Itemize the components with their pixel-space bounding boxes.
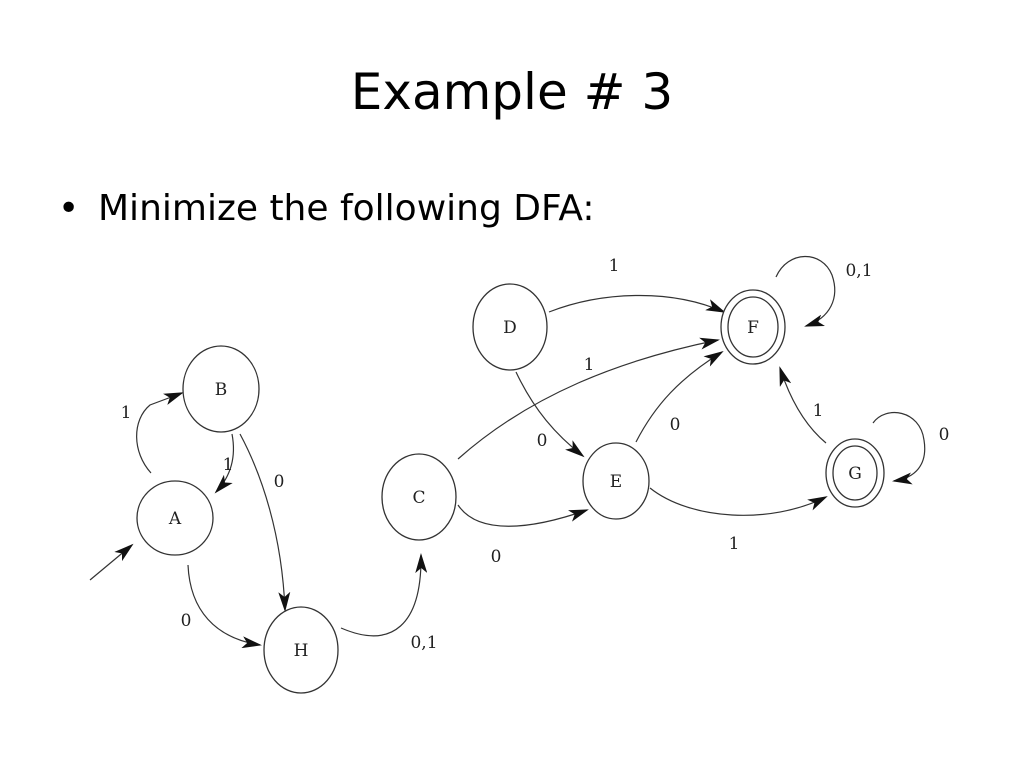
state-label: C — [412, 488, 425, 508]
transition-label-d-e: 0 — [537, 431, 548, 451]
transition-label-b-a: 1 — [223, 455, 234, 475]
slide-title: Example # 3 — [350, 63, 674, 121]
start-arrow — [89, 543, 134, 581]
transition-b-h — [239, 433, 291, 612]
state-label: E — [610, 472, 622, 492]
state-d: D — [472, 283, 548, 371]
bullet-item: • Minimize the following DFA: — [58, 188, 595, 229]
transition-label-h-c: 0,1 — [410, 633, 437, 653]
state-circle — [472, 283, 548, 371]
state-g: G — [825, 438, 885, 508]
transition-c-f — [457, 337, 720, 460]
bullet-text: Minimize the following DFA: — [98, 188, 595, 229]
state-f: F — [720, 289, 786, 365]
transition-label-d-f: 1 — [609, 256, 620, 276]
state-h: H — [263, 606, 339, 694]
transition-label-f-f: 0,1 — [845, 261, 872, 281]
transition-d-f — [548, 294, 726, 313]
state-label: B — [215, 380, 228, 400]
bullet-icon: • — [58, 188, 80, 229]
transition-h-c — [340, 553, 428, 637]
state-label: D — [503, 318, 517, 338]
transition-label-g-f: 1 — [813, 401, 824, 421]
transition-label-a-b: 1 — [121, 403, 132, 423]
transition-e-g — [649, 487, 828, 516]
transition-g-g — [872, 411, 926, 485]
transition-label-e-f: 0 — [670, 415, 681, 435]
transition-c-e — [457, 504, 589, 527]
state-b: B — [182, 345, 260, 433]
state-circle — [381, 453, 457, 541]
state-c: C — [381, 453, 457, 541]
transition-f-f — [775, 255, 836, 327]
state-label: G — [848, 464, 862, 484]
state-circle — [263, 606, 339, 694]
transition-b-a — [214, 433, 235, 494]
state-circle — [182, 345, 260, 433]
accepting-ring — [832, 445, 878, 501]
state-label: A — [168, 509, 182, 529]
state-a: A — [136, 480, 214, 556]
state-label: H — [294, 641, 309, 661]
transition-label-a-h: 0 — [181, 611, 192, 631]
transition-label-c-e: 0 — [491, 547, 502, 567]
transition-label-c-f: 1 — [584, 355, 595, 375]
accepting-ring — [727, 296, 779, 358]
transition-label-g-g: 0 — [939, 425, 950, 445]
state-circle — [582, 442, 650, 520]
transition-a-b — [136, 392, 184, 474]
transition-label-e-g: 1 — [729, 534, 740, 554]
state-circle — [136, 480, 214, 556]
state-e: E — [582, 442, 650, 520]
transition-g-f — [779, 366, 827, 444]
transition-label-b-h: 0 — [274, 472, 285, 492]
state-label: F — [747, 318, 759, 338]
transition-d-e — [515, 371, 585, 458]
transition-e-f — [635, 350, 724, 443]
transition-a-h — [187, 564, 262, 649]
